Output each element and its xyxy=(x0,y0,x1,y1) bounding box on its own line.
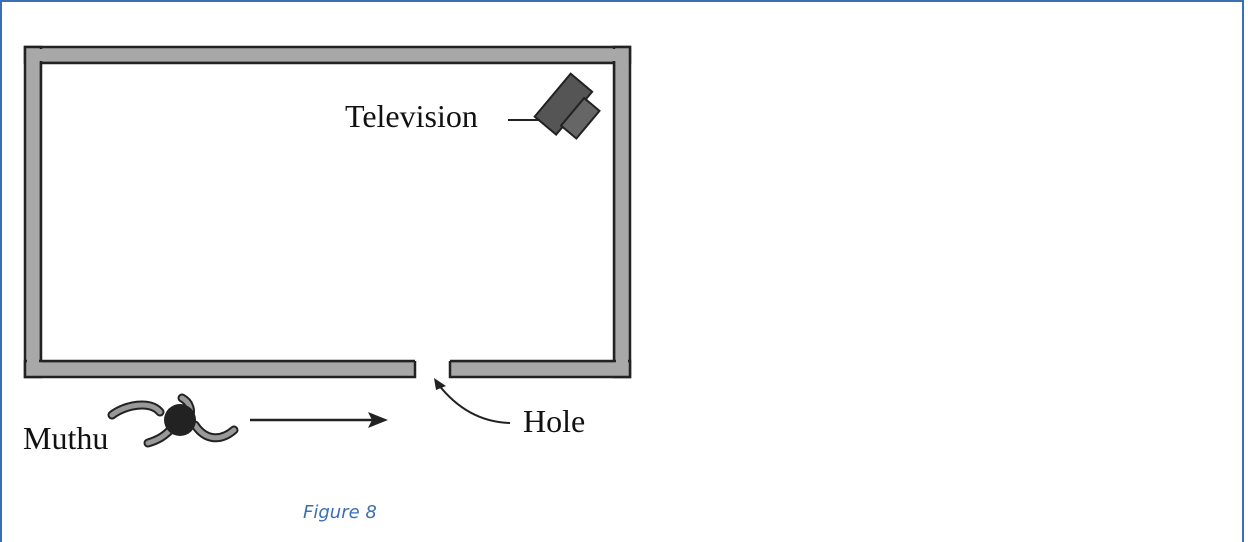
hole-pointer-arrow xyxy=(437,383,511,424)
hole-label: Hole xyxy=(523,403,585,439)
muthu-label: Muthu xyxy=(23,420,108,456)
figure-caption: Figure 8 xyxy=(303,502,377,523)
room-walls xyxy=(23,45,632,379)
television-label: Television xyxy=(345,98,478,134)
tv-icon xyxy=(533,72,601,140)
person-topview-icon xyxy=(107,393,239,448)
arrow-right-icon xyxy=(250,412,388,428)
